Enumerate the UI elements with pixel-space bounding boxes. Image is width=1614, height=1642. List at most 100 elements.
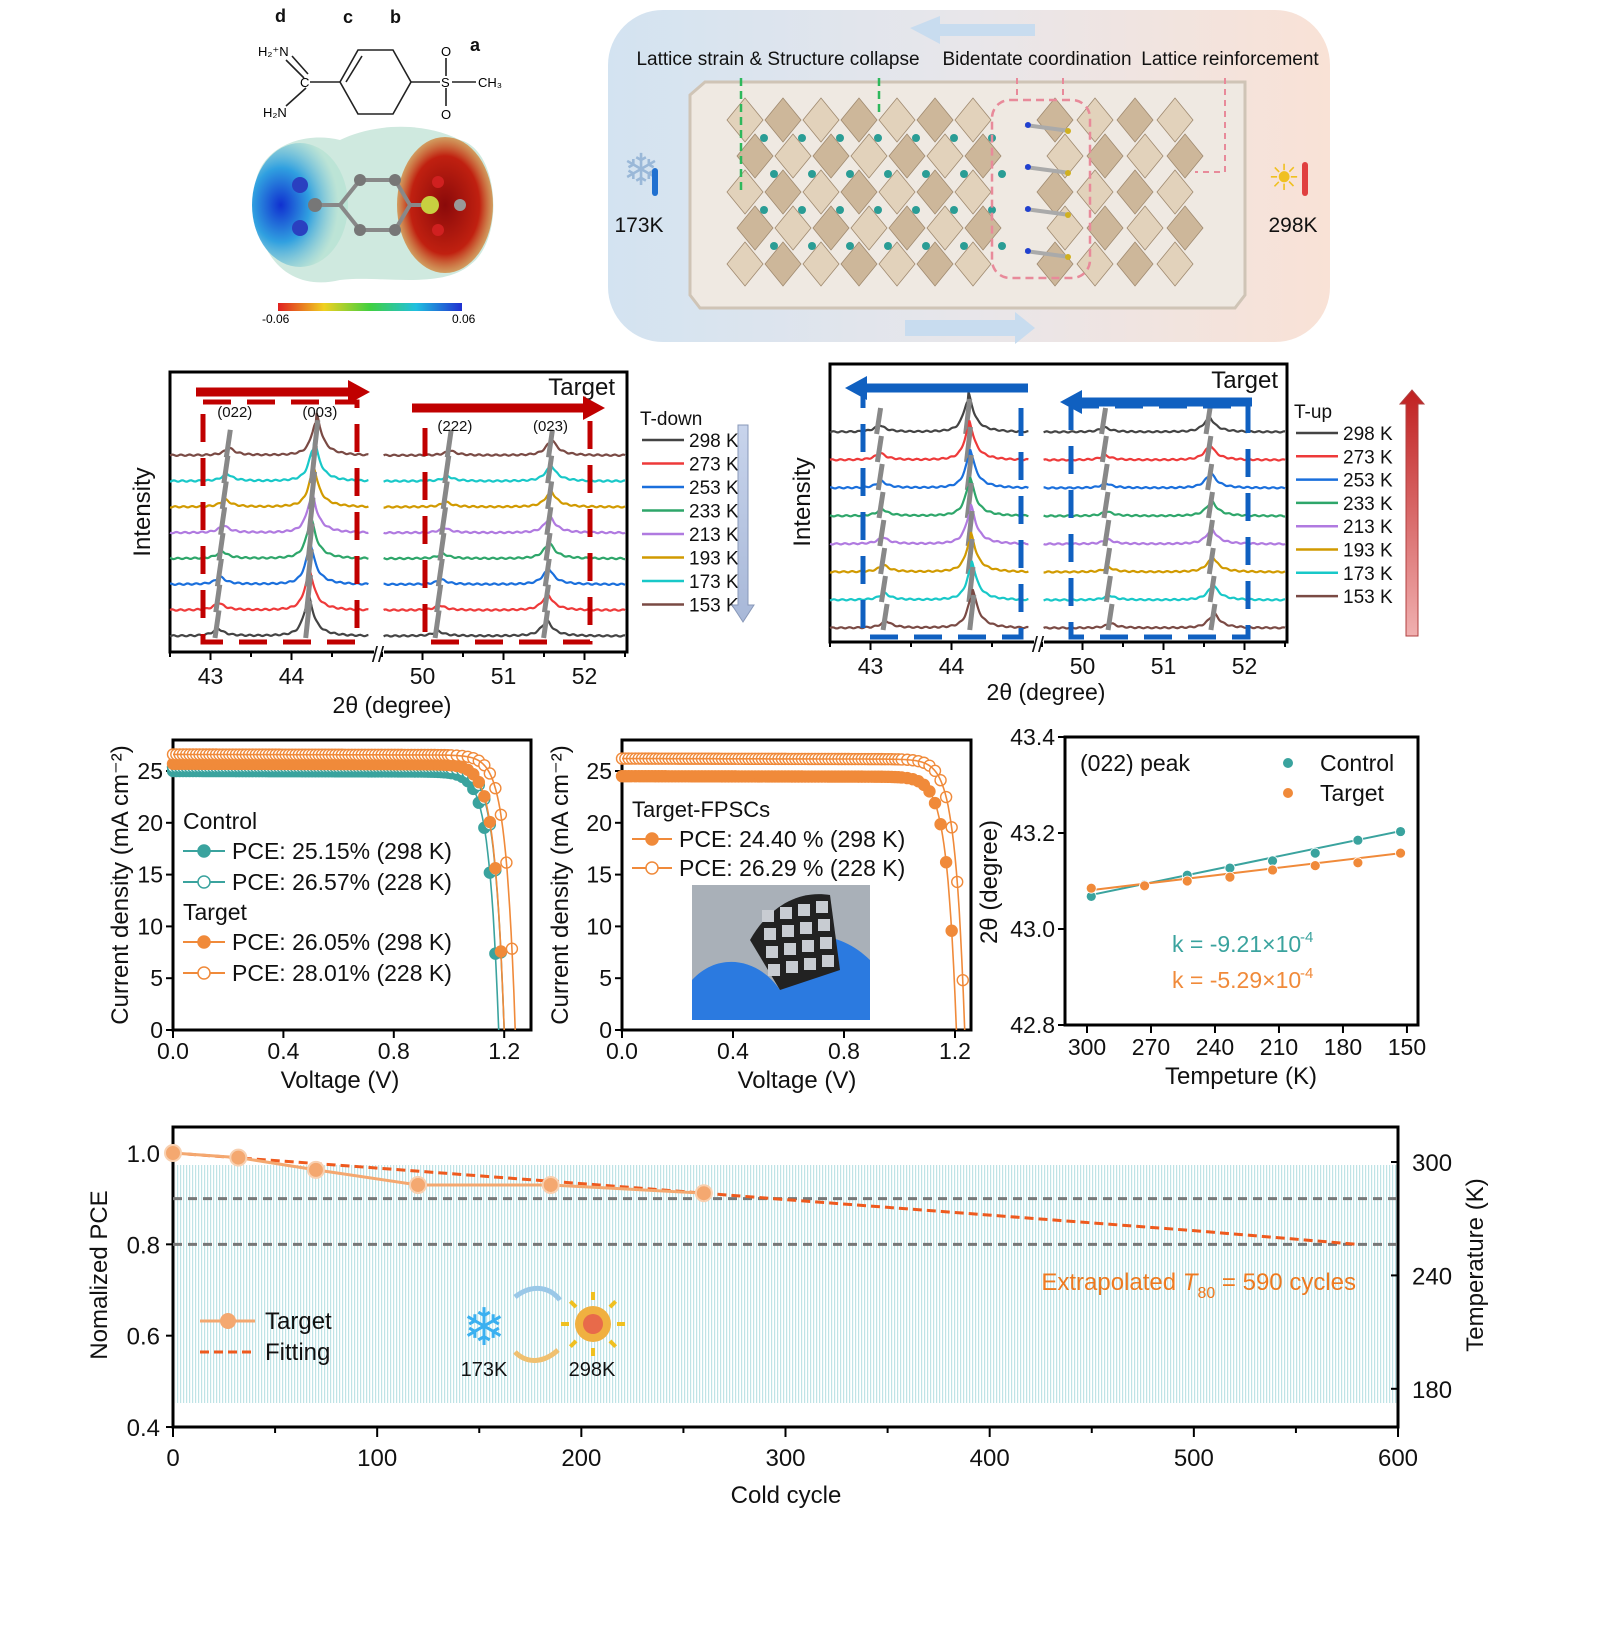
octahedron-shape [1156, 97, 1194, 143]
x-tick-label: 300 [1068, 1034, 1106, 1060]
octahedron-shape [1166, 205, 1204, 251]
right-y-tick-label: 180 [1412, 1377, 1452, 1404]
octahedron-shape [878, 241, 916, 287]
peak-shift-marker [964, 482, 974, 519]
data-point [1395, 826, 1406, 837]
data-point [1224, 871, 1236, 883]
octahedron-shape [1086, 205, 1124, 251]
xrd-trace-298K [383, 616, 626, 638]
axis-break-gap [1034, 636, 1044, 648]
octahedron-shape [888, 133, 926, 179]
x-axis-label: Voltage (V) [281, 1067, 400, 1094]
octahedron-shape [774, 205, 812, 251]
octahedron-shape [1046, 133, 1084, 179]
xrd-trace-298K [1043, 413, 1286, 434]
peak-shift-marker [444, 429, 454, 458]
octahedron-shape [1116, 241, 1154, 287]
octahedron-shape [812, 205, 850, 251]
atom-oxygen-bottom: O [441, 107, 451, 122]
x-tick-label: 0.4 [267, 1038, 299, 1064]
x-tick-label: 0.8 [378, 1038, 410, 1064]
x-tick-label: 400 [970, 1445, 1010, 1472]
cell-pixel [784, 943, 796, 955]
schematic-label-bidentate: Bidentate coordination [942, 49, 1131, 70]
plot-frame [828, 362, 1289, 644]
octahedron-shape [802, 241, 840, 287]
legend-title: Target-FPSCs [632, 797, 770, 822]
y-tick-label: 20 [137, 810, 163, 836]
x-axis-label: Voltage (V) [738, 1067, 857, 1094]
coordination-highlight-box [990, 98, 1092, 280]
peak-shift-marker [542, 558, 552, 587]
site-label-d: d [275, 6, 286, 26]
peak-shift-marker [545, 481, 555, 510]
peak-shift-marker [874, 435, 884, 463]
additive-molecule [1024, 249, 1071, 259]
xrd-trace-153K [829, 588, 1029, 630]
right-y-tick-label: 300 [1412, 1150, 1452, 1177]
octahedron-shape [1076, 169, 1114, 215]
legend-marker [645, 832, 659, 846]
nitrogen-atom [1025, 206, 1031, 212]
cation-atom [874, 134, 882, 142]
peak-shift-marker [1100, 463, 1110, 491]
fitting-line [172, 1151, 1358, 1246]
data-point [1139, 880, 1150, 892]
jv-curve [622, 775, 958, 1031]
legend-group-label: Control [183, 808, 257, 834]
cation-atom [836, 134, 844, 142]
x-tick-label: 0.0 [157, 1038, 189, 1064]
chart-title: (022) peak [1080, 750, 1190, 776]
peak-shift-marker [877, 519, 887, 547]
data-point [1224, 862, 1236, 874]
peak-shift-marker [216, 532, 226, 561]
x-tick-label: 0 [166, 1445, 179, 1472]
y-tick-label: 43.2 [1010, 820, 1055, 846]
y-tick-label: 20 [586, 810, 612, 836]
octahedron-shape [736, 205, 774, 251]
arrow-head-icon [1060, 390, 1082, 414]
peak-shift-marker [218, 506, 228, 536]
x-tick-label: 52 [572, 663, 598, 689]
cation-atom [950, 134, 958, 142]
peak-shift-marker [212, 610, 222, 639]
y-axis-label: Current density (mA cm⁻²) [547, 745, 574, 1024]
cell-pixel [816, 901, 828, 913]
octahedron-shape [850, 133, 888, 179]
cold-temp-label: 173K [614, 214, 663, 237]
legend-label: 173 K [689, 572, 739, 593]
peak-shift-marker [963, 398, 973, 435]
peak-shift-marker [221, 455, 231, 484]
cooling-direction-arrow-icon [731, 424, 755, 623]
peak-shift-marker [223, 429, 233, 458]
annotation-symbol: T [1183, 1269, 1200, 1296]
peak-shift-marker [1206, 491, 1215, 519]
octahedron-shape [1086, 133, 1124, 179]
octahedron-shape [878, 97, 916, 143]
cation-atom [960, 170, 968, 178]
device-photo [692, 885, 870, 1020]
legend-label: 298 K [689, 431, 739, 452]
xrd-trace-253K [830, 448, 1029, 490]
target-data-point [306, 1160, 325, 1179]
jv-curve [172, 762, 505, 1031]
data-point [1395, 847, 1406, 859]
additive-molecule [1024, 207, 1071, 217]
cation-atom [808, 242, 816, 250]
x-tick-label: 0.0 [606, 1038, 638, 1064]
legend-label: 193 K [1343, 541, 1393, 562]
axis-break-mark: // [1032, 632, 1045, 657]
peak-shift-marker [1102, 519, 1112, 547]
peak-shift-marker [1103, 575, 1113, 603]
target-data-point [541, 1175, 560, 1194]
octahedron-shape [840, 97, 878, 143]
cooling-arrow-icon [910, 16, 1035, 44]
sun-ray [568, 1299, 578, 1309]
xrd-trace-173K [829, 560, 1029, 602]
cation-atom [760, 134, 768, 142]
legend-group-label: Target [183, 899, 248, 925]
peak-shift-marker [1203, 407, 1213, 435]
